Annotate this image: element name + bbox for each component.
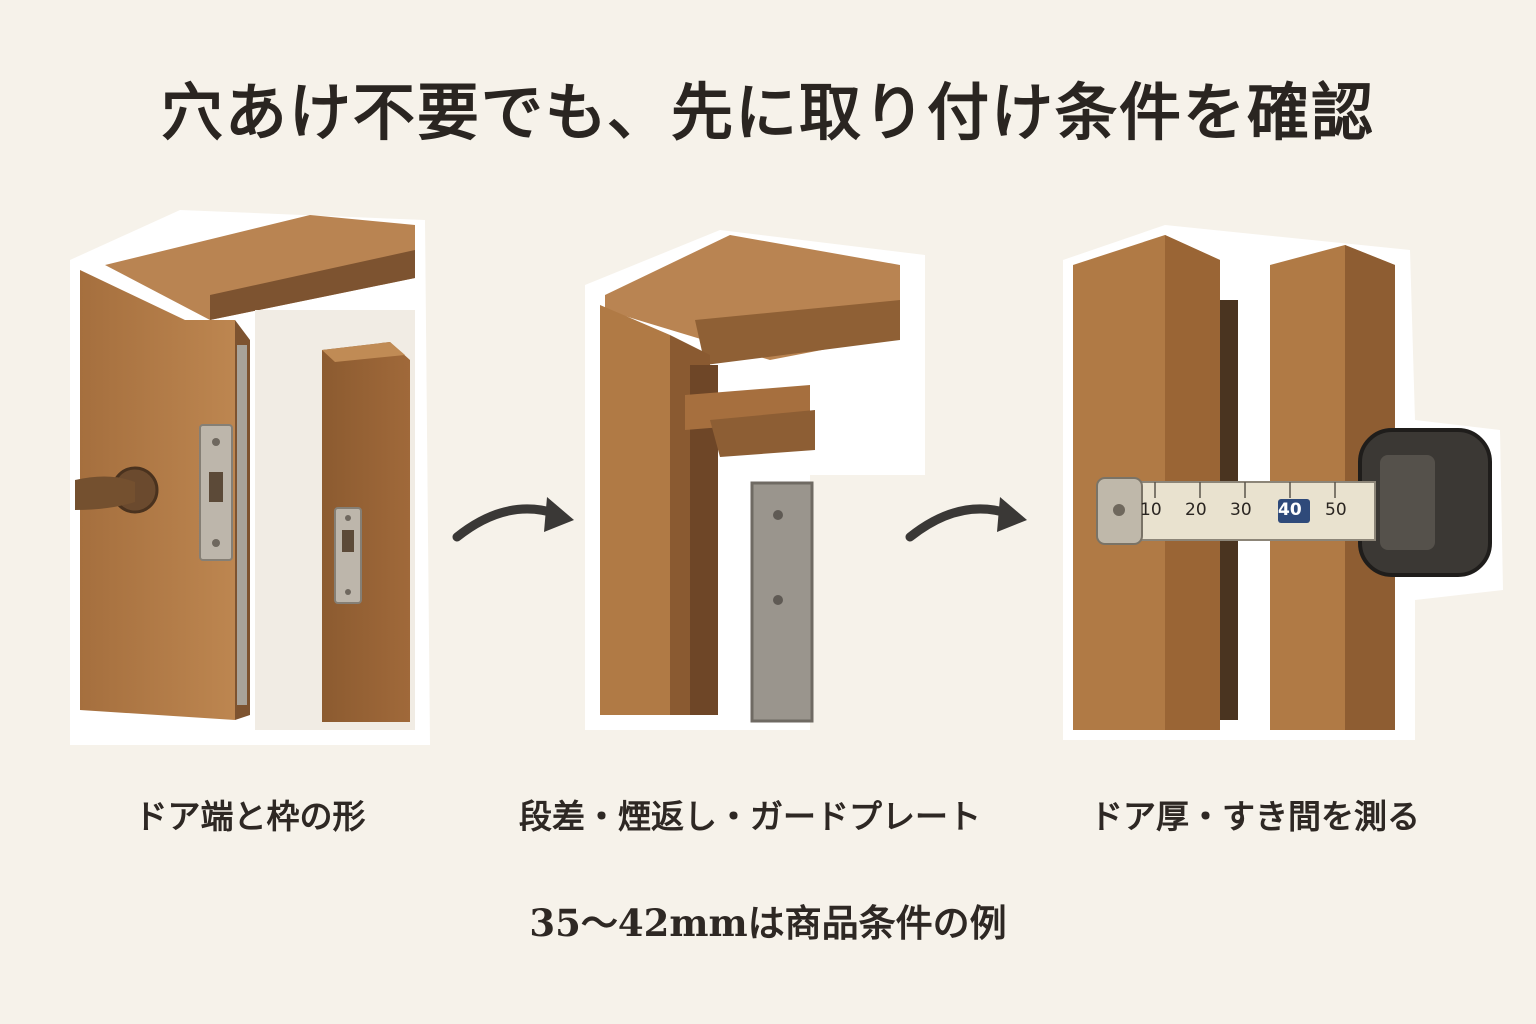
footnote: 35〜42mmは商品条件の例 bbox=[529, 901, 1007, 945]
tape-tick: 10 bbox=[1140, 500, 1162, 520]
illustration-door-edge-and-frame bbox=[70, 210, 430, 745]
tape-tick: 20 bbox=[1185, 500, 1207, 520]
arrow-icon bbox=[452, 497, 574, 542]
step-caption-2: 段差・煙返し・ガードプレート bbox=[519, 797, 981, 836]
illustration-measure-thickness-gap bbox=[1063, 225, 1503, 740]
tape-tick: 50 bbox=[1325, 500, 1347, 520]
tape-tick-highlight: 40 bbox=[1278, 500, 1302, 520]
step-caption-1: ドア端と枠の形 bbox=[134, 797, 366, 836]
tape-tick: 30 bbox=[1230, 500, 1252, 520]
step-caption-3: ドア厚・すき間を測る bbox=[1090, 797, 1420, 836]
page-title: 穴あけ不要でも、先に取り付け条件を確認 bbox=[160, 76, 1376, 149]
arrow-icon bbox=[905, 497, 1027, 542]
illustration-step-smoke-guard-plate bbox=[585, 230, 925, 730]
tape-tick-labels: 10 20 30 40 50 bbox=[1140, 500, 1370, 530]
